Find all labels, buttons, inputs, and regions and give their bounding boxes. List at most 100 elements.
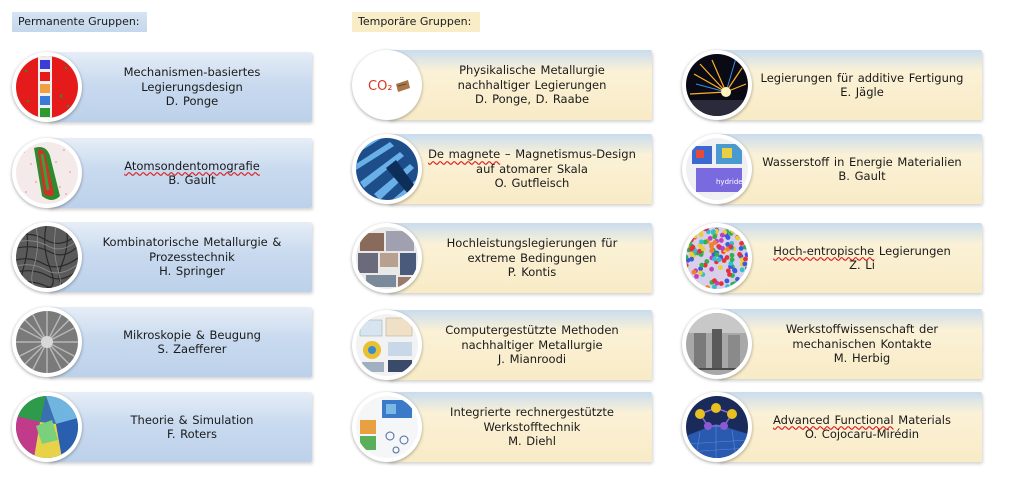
group-leader: D. Ponge, D. Raabe xyxy=(474,92,590,107)
group-icon-circle xyxy=(352,134,422,204)
integrated-modeling-icon xyxy=(356,396,418,458)
group-title-rest: Materials xyxy=(893,412,951,427)
magnetic-domains-icon xyxy=(356,138,418,200)
group-title: Mechanismen-basiertes Legierungsdesign xyxy=(123,65,261,94)
group-leader: B. Gault xyxy=(168,173,216,187)
group-leader: J. Mianroodi xyxy=(497,352,567,367)
group-card-panel xyxy=(718,309,982,379)
group-leader: H. Springer xyxy=(159,264,225,279)
group-icon-circle xyxy=(682,392,752,462)
group-card-atom-probe-tomography[interactable]: Atomsondentomografie B. Gault xyxy=(12,138,312,208)
group-card-panel xyxy=(48,138,312,208)
group-card-high-performance-alloys[interactable]: Hochleistungslegierungen für extreme Bed… xyxy=(352,223,652,293)
group-icon-circle xyxy=(12,307,82,377)
group-card-mechanism-alloy-design[interactable]: Mechanismen-basiertes Legierungsdesign D… xyxy=(12,52,312,122)
simulation-icon xyxy=(16,396,78,458)
diffraction-pattern-icon xyxy=(16,311,78,373)
group-card-sustainable-metallurgy[interactable]: CO₂ Physikalische Metallurgie nachhaltig… xyxy=(352,50,652,120)
group-card-panel xyxy=(388,134,652,204)
co2-icon: CO₂ xyxy=(356,54,418,116)
group-card-combinatorial-metallurgy[interactable]: Kombinatorische Metallurgie & Prozesstec… xyxy=(12,222,312,292)
group-icon-circle xyxy=(12,138,82,208)
group-icon-circle: hydride xyxy=(682,134,752,204)
group-card-panel xyxy=(48,392,312,462)
group-leader: S. Zaefferer xyxy=(157,342,227,356)
computation-icon xyxy=(356,314,418,376)
group-card-integrated-computational-engineering[interactable]: Integrierte rechnergestützte Werkstoffte… xyxy=(352,392,652,462)
group-leader: M. Herbig xyxy=(833,351,891,366)
group-card-de-magnete[interactable]: De magnete – Magnetismus-Design auf atom… xyxy=(352,134,652,204)
co2-label: CO₂ xyxy=(368,79,393,94)
alloy-map-icon xyxy=(16,56,78,118)
group-leader: B. Gault xyxy=(838,169,886,183)
group-title: Integrierte rechnergestützte Werkstoffte… xyxy=(450,405,614,434)
group-card-panel xyxy=(48,307,312,377)
group-card-additive-manufacturing[interactable]: Legierungen für additive Fertigung E. Jä… xyxy=(682,50,982,120)
group-card-panel xyxy=(388,392,652,462)
temporary-groups-header: Temporäre Gruppen: xyxy=(352,12,480,32)
group-title: Theorie & Simulation xyxy=(130,412,254,427)
group-card-panel xyxy=(388,50,652,120)
group-title: Mikroskopie & Beugung xyxy=(123,327,261,342)
microstructure-icon xyxy=(16,226,78,288)
group-card-panel xyxy=(48,52,312,122)
group-title: De magnete – Magnetismus-Design auf atom… xyxy=(428,147,636,176)
group-title: Computergestützte Methoden nachhaltiger … xyxy=(445,323,619,352)
group-card-computational-metallurgy[interactable]: Computergestützte Methoden nachhaltiger … xyxy=(352,310,652,380)
group-title-prefix: Advanced Functional xyxy=(773,412,894,427)
crystal-lattice-icon xyxy=(686,396,748,458)
collage-icon xyxy=(356,227,418,289)
group-card-panel xyxy=(718,223,982,293)
group-card-hydrogen-energy-materials[interactable]: hydride Wasserstoff in Energie Materiali… xyxy=(682,134,982,204)
group-leader: P. Kontis xyxy=(507,265,557,280)
group-card-advanced-functional-materials[interactable]: Advanced Functional Materials O. Cojocar… xyxy=(682,392,982,462)
group-title-rest: – Magnetismus-Design auf atomarer Skala xyxy=(476,147,636,176)
group-card-mechanical-contacts[interactable]: Werkstoffwissenschaft der mechanischen K… xyxy=(682,309,982,379)
contact-mechanics-icon xyxy=(686,313,748,375)
group-leader: E. Jägle xyxy=(840,85,884,99)
group-leader: O. Gutfleisch xyxy=(494,176,570,191)
group-card-microscopy-diffraction[interactable]: Mikroskopie & Beugung S. Zaefferer xyxy=(12,307,312,377)
hydrogen-icon: hydride xyxy=(686,138,748,200)
group-title: Legierungen für additive Fertigung xyxy=(760,70,964,85)
group-title-prefix: De magnete xyxy=(428,147,501,162)
group-title: Advanced Functional Materials xyxy=(773,413,951,428)
group-leader: F. Roters xyxy=(167,427,217,441)
group-title: Hochleistungslegierungen für extreme Bed… xyxy=(446,236,618,265)
group-card-panel xyxy=(718,50,982,120)
group-card-panel xyxy=(388,310,652,380)
group-title: Kombinatorische Metallurgie & Prozesstec… xyxy=(102,235,282,264)
group-leader: O. Cojocaru-Mirédin xyxy=(804,427,920,441)
group-icon-circle xyxy=(352,310,422,380)
group-title-rest: Legierungen xyxy=(874,243,951,258)
group-title: Werkstoffwissenschaft der mechanischen K… xyxy=(785,322,939,351)
group-icon-circle xyxy=(12,392,82,462)
group-title: Physikalische Metallurgie nachhaltiger L… xyxy=(457,63,607,92)
group-card-theory-simulation[interactable]: Theorie & Simulation F. Roters xyxy=(12,392,312,462)
group-card-panel xyxy=(718,134,982,204)
group-leader: Z. Li xyxy=(849,258,875,272)
group-title: Wasserstoff in Energie Materialien xyxy=(762,154,962,169)
group-card-panel xyxy=(718,392,982,462)
group-title: Hoch-entropische Legierungen xyxy=(773,244,951,259)
atom-probe-icon xyxy=(16,142,78,204)
group-icon-circle xyxy=(352,223,422,293)
group-icon-circle xyxy=(682,223,752,293)
group-icon-circle xyxy=(12,52,82,122)
group-card-high-entropy-alloys[interactable]: Hoch-entropische Legierungen Z. Li xyxy=(682,223,982,293)
permanent-groups-header: Permanente Gruppen: xyxy=(12,12,147,32)
group-title: Atomsondentomografie xyxy=(124,158,260,173)
group-icon-circle: CO₂ xyxy=(352,50,422,120)
group-leader: M. Diehl xyxy=(508,434,556,449)
group-icon-circle xyxy=(12,222,82,292)
group-icon-circle xyxy=(352,392,422,462)
high-entropy-icon xyxy=(686,227,748,289)
hydride-label: hydride xyxy=(716,178,743,186)
group-card-panel xyxy=(388,223,652,293)
laser-sparks-icon xyxy=(686,54,748,116)
group-card-panel xyxy=(48,222,312,292)
group-title-prefix: Hoch-entropische xyxy=(773,243,875,258)
group-icon-circle xyxy=(682,50,752,120)
group-leader: D. Ponge xyxy=(165,94,219,109)
group-icon-circle xyxy=(682,309,752,379)
